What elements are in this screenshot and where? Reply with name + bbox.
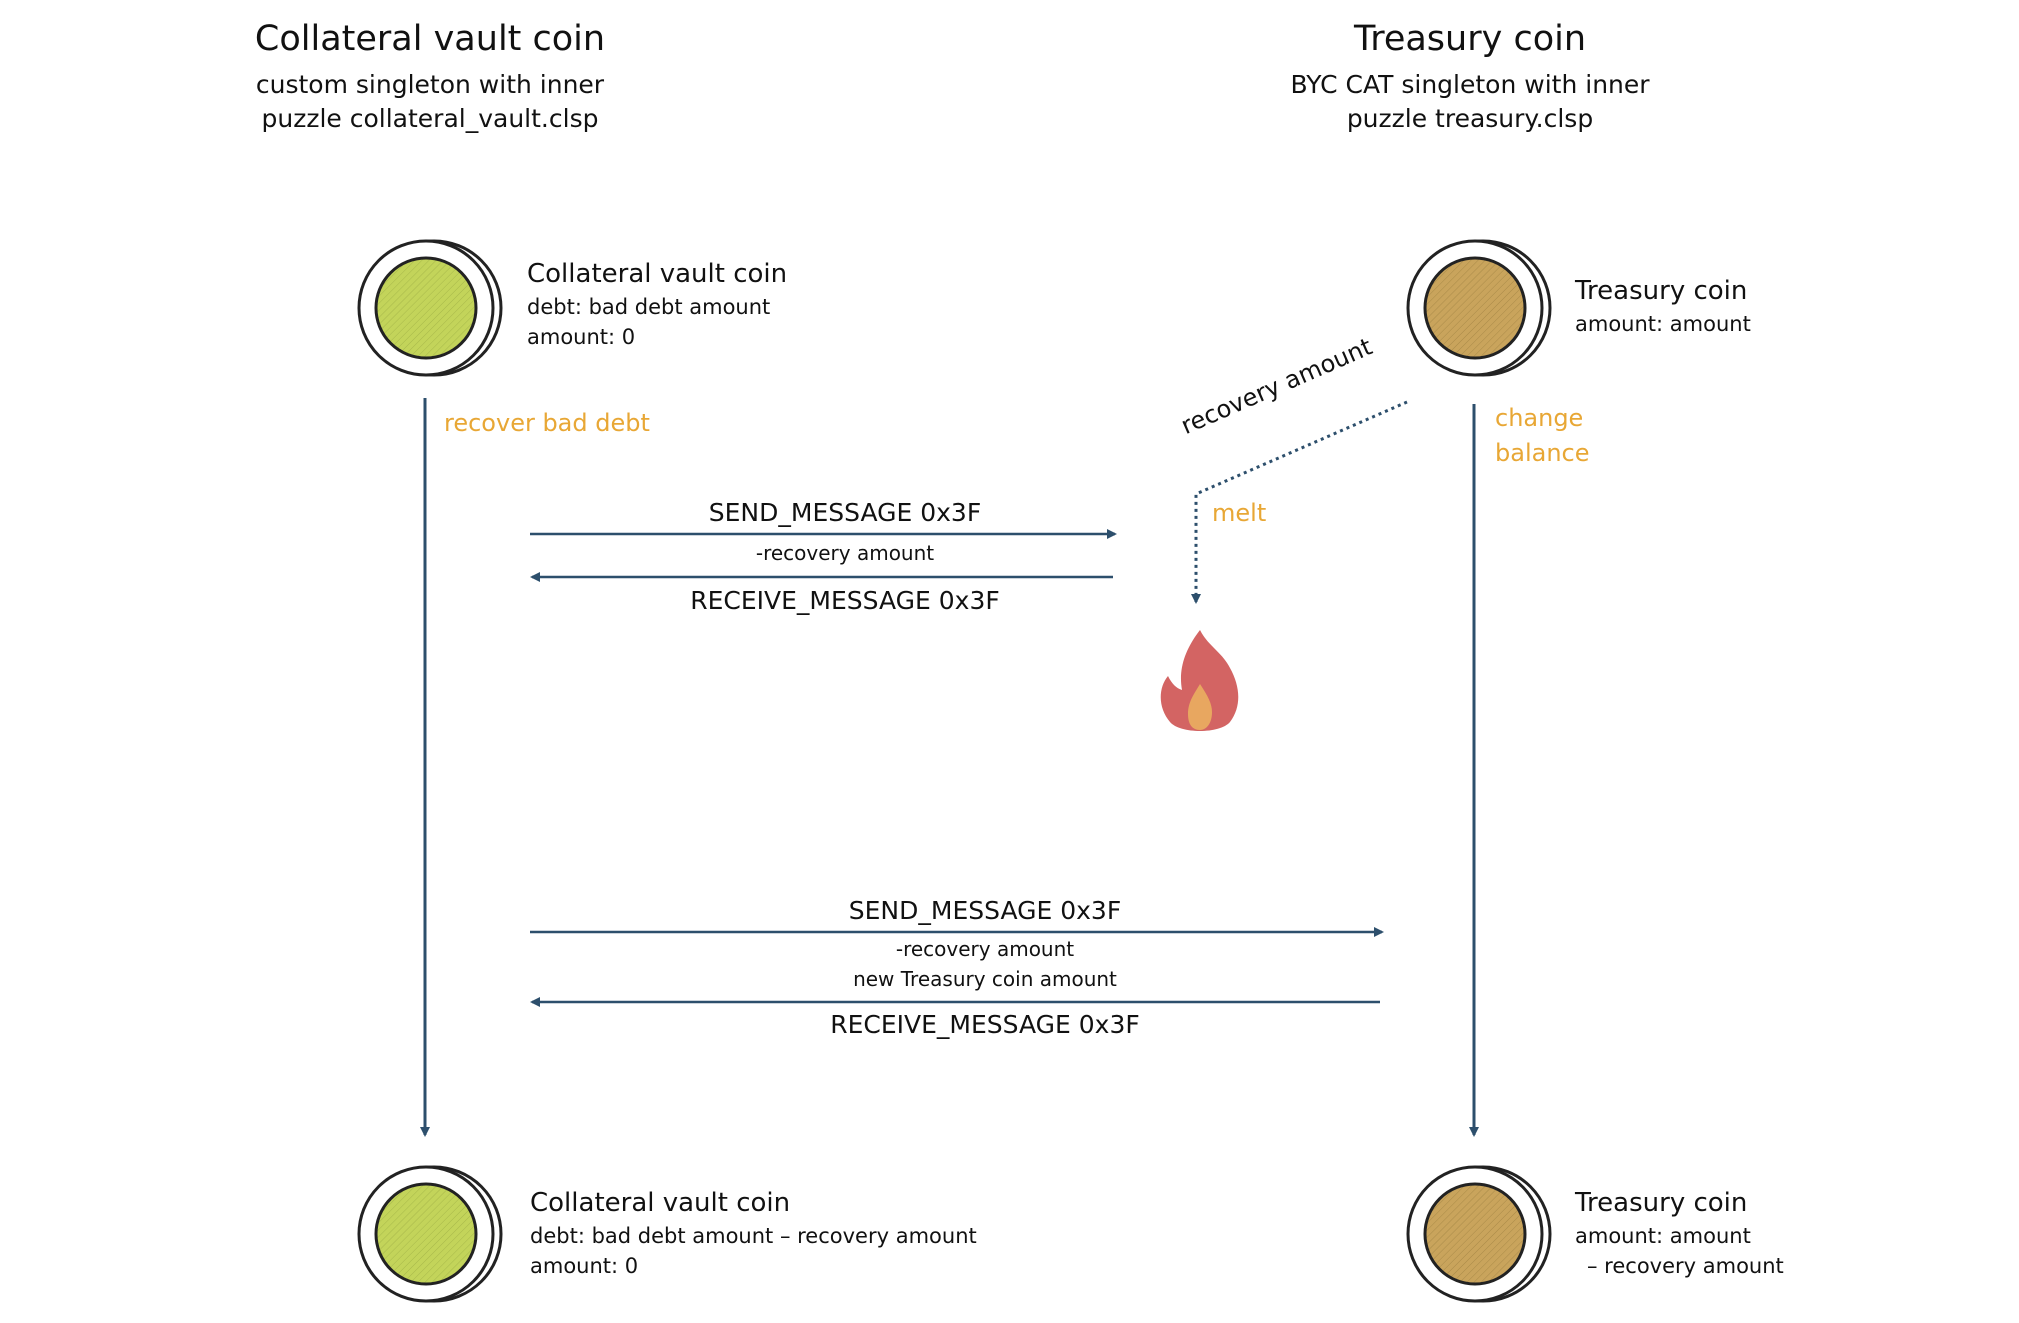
left-subtitle-line1: custom singleton with inner: [255, 70, 605, 99]
receive-message-label-2: RECEIVE_MESSAGE 0x3F: [830, 1010, 1140, 1039]
treasury-coin-bottom-title: Treasury coin: [1575, 1188, 1748, 1218]
change-balance-line2: balance: [1495, 438, 1590, 467]
change-balance-label: change balance: [1495, 401, 1590, 471]
vault-coin-bottom-label: Collateral vault coin debt: bad debt amo…: [530, 1187, 977, 1282]
right-subtitle-line1: BYC CAT singleton with inner: [1290, 70, 1650, 99]
treasury-coin-top-title: Treasury coin: [1575, 276, 1748, 306]
change-balance-line1: change: [1495, 404, 1584, 432]
flame-icon: [1160, 630, 1239, 731]
coin-icon: [1406, 239, 1552, 377]
vault-coin-top-amount: amount: 0: [527, 325, 636, 350]
send-message-label-1: SEND_MESSAGE 0x3F: [708, 498, 982, 527]
treasury-coin-bottom-label: Treasury coin amount: amount – recovery …: [1575, 1187, 1784, 1282]
vault-coin-bottom-amount: amount: 0: [530, 1254, 639, 1279]
left-subtitle-line2: puzzle collateral_vault.clsp: [261, 103, 599, 133]
coin-icon: [357, 239, 503, 377]
vault-coin-top-debt: debt: bad debt amount: [527, 294, 771, 319]
right-column-title: Treasury coin: [1353, 19, 1587, 59]
left-column-subtitle: custom singleton with inner puzzle colla…: [200, 68, 660, 136]
left-column-title: Collateral vault coin: [254, 19, 606, 59]
recover-bad-debt-label: recover bad debt: [444, 409, 650, 437]
right-subtitle-line2: puzzle treasury.clsp: [1346, 103, 1594, 133]
send-message-label-2: SEND_MESSAGE 0x3F: [848, 896, 1122, 925]
right-column-subtitle: BYC CAT singleton with inner puzzle trea…: [1240, 68, 1700, 136]
coin-icon: [357, 1165, 503, 1303]
message-payload-2-line2: new Treasury coin amount: [853, 967, 1117, 991]
vault-coin-top-label: Collateral vault coin debt: bad debt amo…: [527, 258, 787, 353]
treasury-coin-bottom-amount: amount: amount: [1575, 1223, 1751, 1248]
message-payload-2: -recovery amount new Treasury coin amoun…: [680, 934, 1290, 994]
treasury-coin-bottom-recovery: – recovery amount: [1587, 1254, 1784, 1279]
melt-dotted-arrow: [1191, 400, 1408, 604]
message-payload-2-line1: -recovery amount: [895, 937, 1075, 961]
vault-coin-bottom-debt: debt: bad debt amount – recovery amount: [530, 1223, 977, 1248]
message-payload-1: -recovery amount: [755, 541, 935, 565]
melt-label: melt: [1212, 499, 1267, 527]
receive-message-label-1: RECEIVE_MESSAGE 0x3F: [690, 586, 1000, 615]
coin-icon: [1406, 1165, 1552, 1303]
vault-coin-top-title: Collateral vault coin: [527, 259, 788, 289]
treasury-coin-top-label: Treasury coin amount: amount: [1575, 275, 1751, 339]
vault-coin-bottom-title: Collateral vault coin: [530, 1188, 791, 1218]
treasury-coin-top-amount: amount: amount: [1575, 311, 1751, 336]
